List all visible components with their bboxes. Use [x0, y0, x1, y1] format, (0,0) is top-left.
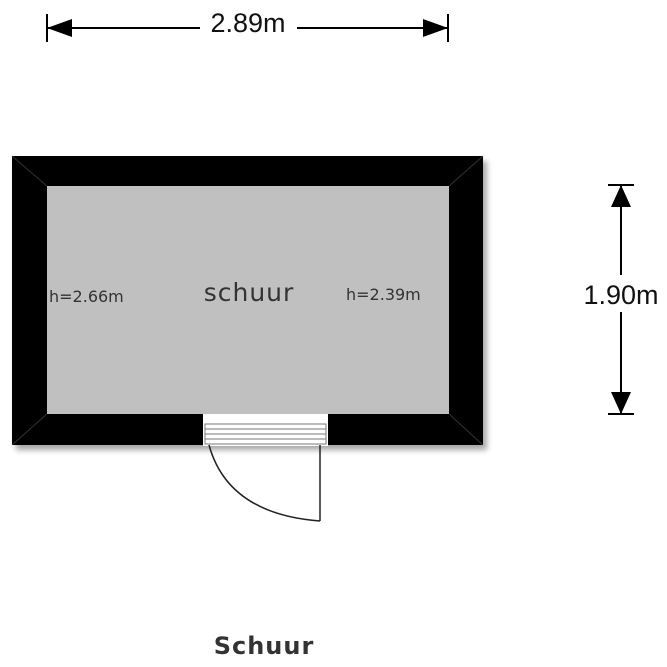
- wall-bevels: [11, 155, 484, 446]
- room-name-label: schuur: [204, 278, 295, 307]
- door: [203, 414, 328, 522]
- plan-title: Schuur: [214, 632, 315, 660]
- room-left-height-label: h=2.66m: [49, 287, 124, 306]
- room-floor: [47, 186, 449, 414]
- room-right-height-label: h=2.39m: [346, 285, 421, 304]
- width-dimension-label: 2.89m: [210, 8, 285, 38]
- height-dimension-label: 1.90m: [583, 280, 658, 310]
- width-dimension: 2.89m: [46, 8, 449, 42]
- width-arrowhead-right: [423, 19, 448, 37]
- door-swing-arc: [208, 444, 321, 522]
- width-arrowhead-left: [47, 19, 72, 37]
- height-arrowhead-bottom: [611, 392, 631, 414]
- height-arrowhead-top: [611, 185, 631, 207]
- height-dimension: 1.90m: [583, 184, 659, 415]
